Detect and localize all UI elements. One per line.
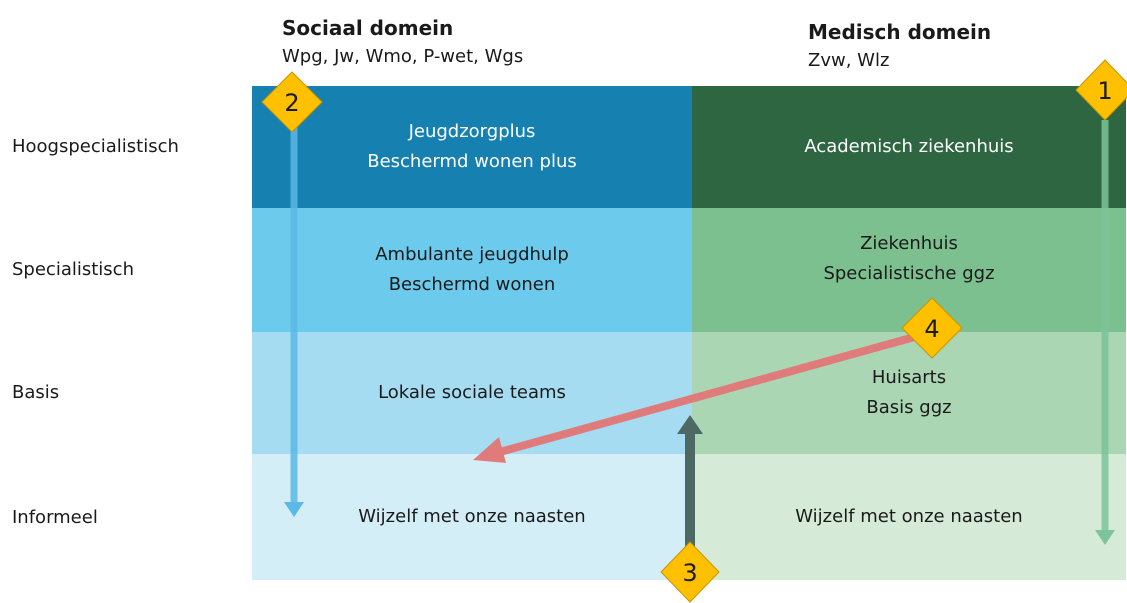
cell-text: Specialistische ggz	[823, 263, 995, 284]
medical-down-arrow-head	[1095, 530, 1115, 545]
social-domain-header: Sociaal domein Wpg, Jw, Wmo, P-wet, Wgs	[282, 16, 523, 67]
row-label-specialistisch: Specialistisch	[12, 259, 134, 280]
badge-2-number: 2	[284, 89, 299, 117]
cell-text: Academisch ziekenhuis	[804, 136, 1014, 157]
cell-text: Wijzelf met onze naasten	[795, 506, 1023, 527]
badge-4: 4	[901, 297, 963, 359]
medical-domain-laws: Zvw, Wlz	[808, 50, 890, 71]
cell-text: Jeugdzorgplus	[408, 121, 536, 142]
diagonal-arrow-shaft	[498, 332, 920, 456]
row-label-hoogspecialistisch: Hoogspecialistisch	[12, 136, 179, 157]
cell-text: Beschermd wonen plus	[367, 151, 577, 172]
cell-social-hoogspecialistisch: Jeugdzorgplus Beschermd wonen plus	[252, 86, 692, 208]
social-down-arrow-head	[284, 502, 304, 517]
cell-text: Huisarts	[871, 367, 947, 388]
cell-social-informeel: Wijzelf met onze naasten	[252, 454, 692, 580]
badge-3-number: 3	[682, 559, 697, 587]
cell-text: Basis ggz	[866, 397, 952, 418]
cell-medical-hoogspecialistisch: Academisch ziekenhuis	[692, 86, 1126, 208]
badge-1: 1	[1075, 59, 1127, 121]
badge-2: 2	[261, 71, 323, 133]
row-label-basis: Basis	[12, 382, 60, 403]
cell-medical-basis: Huisarts Basis ggz	[692, 332, 1126, 454]
cell-text: Ambulante jeugdhulp	[375, 244, 569, 265]
social-domain-title: Sociaal domein	[282, 16, 454, 40]
medical-domain-header: Medisch domein Zvw, Wlz	[808, 20, 991, 71]
cell-text: Beschermd wonen	[388, 274, 556, 295]
cell-text: Wijzelf met onze naasten	[358, 506, 586, 527]
cell-medical-specialistisch: Ziekenhuis Specialistische ggz	[692, 208, 1126, 332]
medical-domain-title: Medisch domein	[808, 20, 992, 44]
cell-text: Lokale sociale teams	[378, 382, 566, 403]
badge-3: 3	[660, 541, 720, 603]
badge-1-number: 1	[1097, 77, 1112, 105]
cell-medical-informeel: Wijzelf met onze naasten	[692, 454, 1126, 580]
informal-up-arrow-head	[677, 415, 703, 434]
cell-social-basis: Lokale sociale teams	[252, 332, 692, 454]
diagonal-arrow-head	[473, 437, 506, 463]
cell-social-specialistisch: Ambulante jeugdhulp Beschermd wonen	[252, 208, 692, 332]
badge-4-number: 4	[924, 315, 939, 343]
social-domain-laws: Wpg, Jw, Wmo, P-wet, Wgs	[282, 46, 524, 67]
row-label-informeel: Informeel	[12, 507, 98, 528]
cell-text: Ziekenhuis	[860, 233, 958, 254]
